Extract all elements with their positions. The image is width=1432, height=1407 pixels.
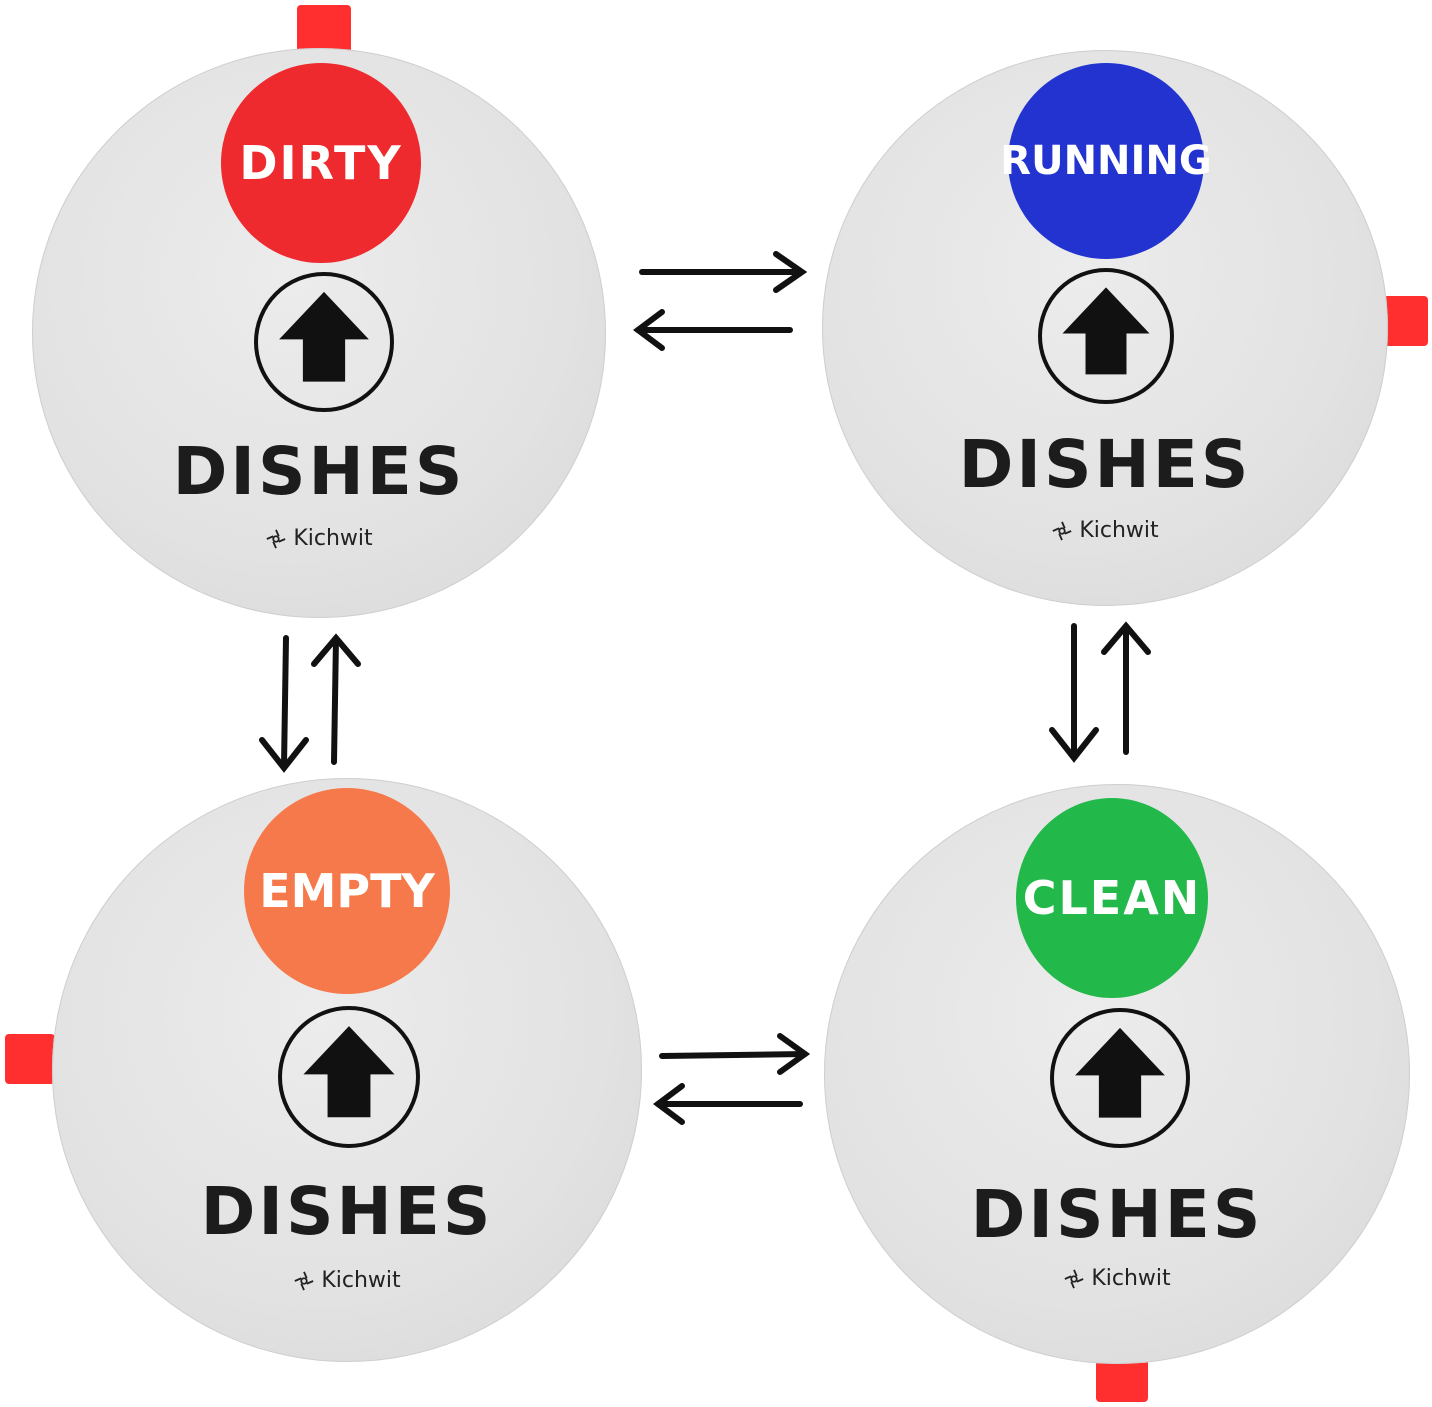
pinwheel-logo-icon — [294, 1270, 314, 1291]
status-badge: CLEAN — [1016, 798, 1208, 998]
status-badge: DIRTY — [221, 63, 421, 263]
double-arrow-icon — [653, 1033, 811, 1125]
dirty-magnet: DIRTY DISHES Kichwit — [32, 48, 606, 618]
up-arrow-icon — [254, 272, 394, 412]
dishes-label: DISHES — [200, 1173, 494, 1250]
double-arrow-icon — [259, 633, 361, 773]
brand-logo: Kichwit — [32, 526, 606, 551]
brand-logo: Kichwit — [824, 1266, 1410, 1291]
double-arrow-icon — [633, 251, 808, 351]
brand-name: Kichwit — [293, 526, 373, 551]
status-label: RUNNING — [1000, 138, 1212, 184]
brand-name: Kichwit — [1091, 1266, 1171, 1291]
status-label: CLEAN — [1022, 871, 1202, 925]
clean-magnet: CLEAN DISHES Kichwit — [824, 784, 1410, 1364]
pinwheel-logo-icon — [1052, 520, 1072, 541]
up-arrow-icon — [278, 1006, 420, 1148]
status-badge: RUNNING — [1000, 63, 1212, 259]
dishes-label: DISHES — [172, 433, 466, 510]
dishes-label: DISHES — [970, 1176, 1264, 1253]
double-arrow-icon — [1049, 621, 1151, 763]
status-label: DIRTY — [239, 136, 403, 190]
brand-logo: Kichwit — [822, 518, 1388, 543]
status-badge: EMPTY — [244, 788, 450, 994]
brand-name: Kichwit — [1079, 518, 1159, 543]
brand-logo: Kichwit — [52, 1268, 642, 1293]
dishes-label: DISHES — [958, 426, 1252, 503]
brand-name: Kichwit — [321, 1268, 401, 1293]
running-magnet: RUNNING DISHES Kichwit — [822, 50, 1388, 606]
pinwheel-logo-icon — [266, 528, 286, 549]
pull-tab — [1382, 296, 1428, 346]
status-label: EMPTY — [259, 864, 435, 918]
empty-magnet: EMPTY DISHES Kichwit — [52, 778, 642, 1362]
pull-tab — [5, 1034, 55, 1084]
up-arrow-icon — [1050, 1008, 1190, 1148]
up-arrow-icon — [1038, 268, 1174, 404]
pinwheel-logo-icon — [1064, 1268, 1084, 1289]
